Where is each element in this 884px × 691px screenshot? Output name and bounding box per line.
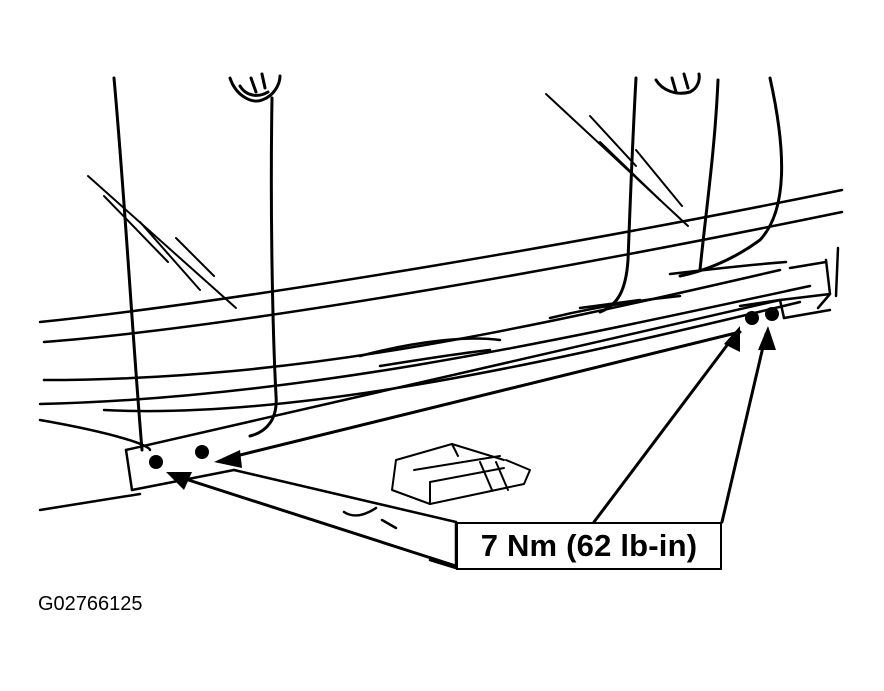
arrow-to-right-bolt-2 [720,332,768,524]
bolt-right-2 [765,307,779,321]
right-hatching [545,93,689,227]
pointer-arrows [174,330,768,568]
torque-callout-box: 7 Nm (62 lb-in) [456,522,722,570]
bolt-left-1 [149,455,163,469]
arrow-to-left-bolt-1 [174,474,458,568]
torque-spec-label: 7 Nm (62 lb-in) [480,528,698,563]
figure-id-label: G02766125 [38,593,143,615]
bolt-right-1 [745,311,759,325]
arrow-to-right-bolt-1 [592,334,736,524]
arrowheads [166,326,776,490]
retainer-clip [391,443,531,505]
left-hatching [87,175,237,309]
rocker-panel-lines [38,188,844,452]
bolt-fasteners [149,307,779,469]
left-wheel-outline [112,72,282,452]
arrow-to-left-bolt-2 [226,330,742,460]
shield-bracket [38,246,840,570]
bolt-left-2 [195,445,209,459]
